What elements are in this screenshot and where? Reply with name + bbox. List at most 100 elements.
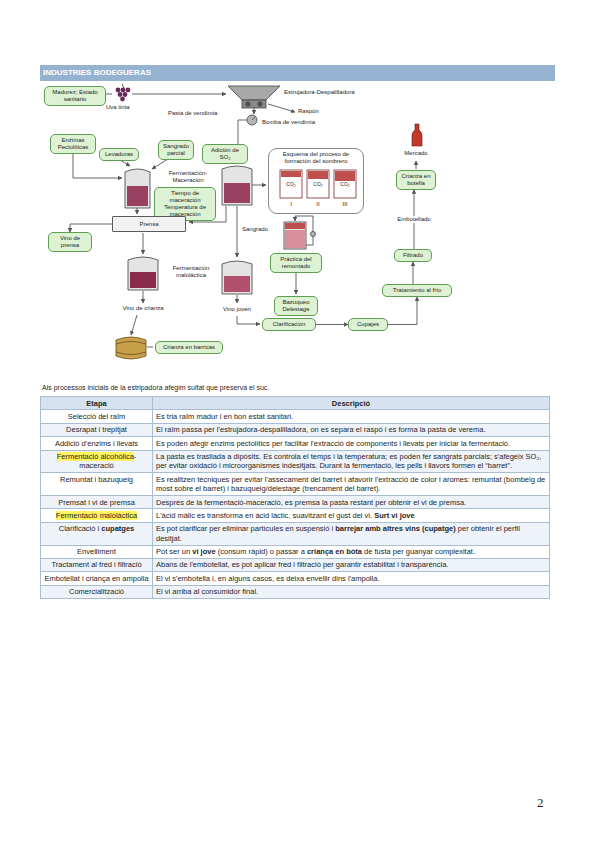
table-row: Fermentació alcohòlica-maceracióLa pasta… — [41, 451, 550, 474]
box-label: Tratamiento al frío — [386, 287, 448, 294]
page-number: 2 — [537, 796, 557, 811]
process-box: Práctica del remontado — [270, 253, 322, 273]
table-row: Envelliment Pot ser unvi jove(consum ràpi… — [41, 546, 550, 559]
table-text: El raïm passa per l'estrujadora-despalil… — [156, 425, 486, 434]
machine-label: Estrujadora-Despalilladora — [284, 89, 384, 96]
flow-arrows — [268, 104, 295, 112]
flow-connector — [70, 224, 112, 232]
grape-cluster — [116, 84, 131, 101]
stage-label: Fermentación maloláctica — [165, 265, 217, 279]
crusher-destemmer — [228, 86, 280, 108]
pump-over-tank — [295, 216, 313, 245]
pump-over-tank — [285, 223, 305, 229]
table-cell: El vi arriba al consumidor final. — [153, 586, 550, 599]
table-text: Premsat i vi de premsa — [58, 498, 135, 507]
connector-label: Embotellado — [396, 216, 431, 223]
must-pump — [247, 115, 257, 125]
process-box: Crianza en botella — [396, 170, 436, 190]
table-cell: La pasta es trasllada a dipòsits. Es con… — [153, 451, 550, 474]
fermentation-tanks — [222, 166, 252, 205]
schema-tanks — [280, 170, 302, 198]
process-table: EtapaDescripcióSelecció del raïmEs tria … — [40, 396, 550, 599]
schema-tanks — [308, 171, 328, 179]
table-text: Remuntat i bazuqueig — [60, 475, 133, 484]
flow-arrows — [131, 315, 137, 335]
box-label: Esquema del proceso de formación del som… — [272, 151, 360, 165]
fermentation-tanks — [125, 169, 150, 208]
flow-arrows — [237, 206, 238, 257]
table-text: criança en bóta — [307, 547, 362, 556]
table-row: Embotellat i criança en ampolla El vi s'e… — [41, 572, 550, 585]
table-text: Abans de l'embotellat, es pot aplicar fr… — [156, 560, 448, 569]
flow-arrows — [143, 291, 144, 303]
grape-cluster — [120, 97, 125, 102]
table-row: Selecció del raïmEs tria raïm madur i en… — [41, 410, 550, 423]
table-cell: Es realitzen tècniques per evitar l'asse… — [153, 473, 550, 496]
table-text: El vi s'embotella i, en alguns casos, es… — [156, 574, 379, 583]
crusher-destemmer — [228, 86, 280, 100]
oak-barrel — [116, 342, 146, 355]
gas-label: CO₂ — [307, 182, 329, 188]
fermentation-tanks — [128, 257, 158, 290]
grape-cluster — [126, 88, 131, 93]
flow-arrows — [416, 161, 417, 169]
table-cell: Premsat i vi de premsa — [41, 496, 153, 509]
flow-arrows — [254, 108, 255, 114]
box-label: Levaduras — [103, 151, 135, 158]
flow-arrows — [143, 233, 144, 254]
box-label: Filtrado — [398, 252, 428, 259]
table-text: Descripció — [332, 399, 370, 408]
table-row: Addició d'enzims i llevatsEs poden afegi… — [41, 437, 550, 450]
table-text: Embotellat i criança en ampolla — [44, 574, 148, 583]
table-text: El vi arriba al consumidor final. — [156, 587, 258, 596]
flow-arrows — [147, 347, 153, 348]
schema-frame: Esquema del proceso de formación del som… — [268, 148, 364, 214]
box-label: Cupajes — [352, 321, 384, 328]
table-text: Surt vi jove — [374, 511, 414, 520]
must-pump — [247, 115, 257, 125]
schema-tanks — [335, 171, 355, 181]
table-cell: L'àcid màlic es transforma en àcid làcti… — [153, 509, 550, 522]
schema-tanks — [281, 171, 301, 177]
table-row: Clarificació icupatgesEs pot clarificar … — [41, 523, 550, 546]
flow-arrows — [296, 272, 297, 294]
fermentation-tanks — [130, 272, 156, 288]
pump-over-tank — [284, 222, 306, 249]
table-cell: Abans de l'embotellat, es pot aplicar fr… — [153, 559, 550, 572]
table-text: de fusta per guanyar complexitat. — [364, 547, 475, 556]
table-text: Envelliment — [77, 547, 116, 556]
output-label: Raspón — [298, 108, 338, 115]
table-text: vi jove — [192, 547, 215, 556]
table-text: Pot ser un — [156, 547, 190, 556]
table-cell: Pot ser unvi jove(consum ràpid) o passar… — [153, 546, 550, 559]
table-cell: Es pot clarificar per eliminar partícule… — [153, 523, 550, 546]
schema-tanks — [280, 170, 356, 198]
process-box: Tratamiento al frío — [382, 284, 452, 297]
process-box: Clarificación — [262, 318, 316, 331]
table-header-row: EtapaDescripció — [41, 397, 550, 410]
phase-number: II — [307, 201, 329, 208]
flow-label: Sangrado — [242, 226, 282, 233]
table-cell: Clarificació icupatges — [41, 523, 153, 546]
crusher-destemmer — [242, 100, 266, 108]
table-row: Premsat i vi de premsaDesprés de la ferm… — [41, 496, 550, 509]
table-cell: Selecció del raïm — [41, 410, 153, 423]
flow-arrows — [237, 295, 238, 303]
flow-arrows — [73, 94, 416, 347]
figure-label: Uva tinta — [106, 104, 146, 111]
oak-barrel — [116, 337, 146, 359]
grape-cluster — [118, 92, 123, 97]
flow-connector — [316, 324, 348, 325]
phase-number: I — [280, 201, 302, 208]
process-box: Sangrado parcial — [158, 140, 194, 160]
output-label: Mercado — [396, 150, 436, 157]
table-text: Es pot clarificar per eliminar partícule… — [156, 524, 333, 533]
section-header: INDUSTRIES BODEGUERAS — [40, 65, 555, 81]
table-cell: Envelliment — [41, 546, 153, 559]
fermentation-tanks — [127, 186, 148, 206]
table-cell: Es tria raïm madur i en bon estat sanita… — [153, 410, 550, 423]
box-label: Sangrado parcial — [162, 143, 190, 157]
table-cell: Embotellat i criança en ampolla — [41, 572, 153, 585]
flow-connector — [413, 262, 414, 284]
